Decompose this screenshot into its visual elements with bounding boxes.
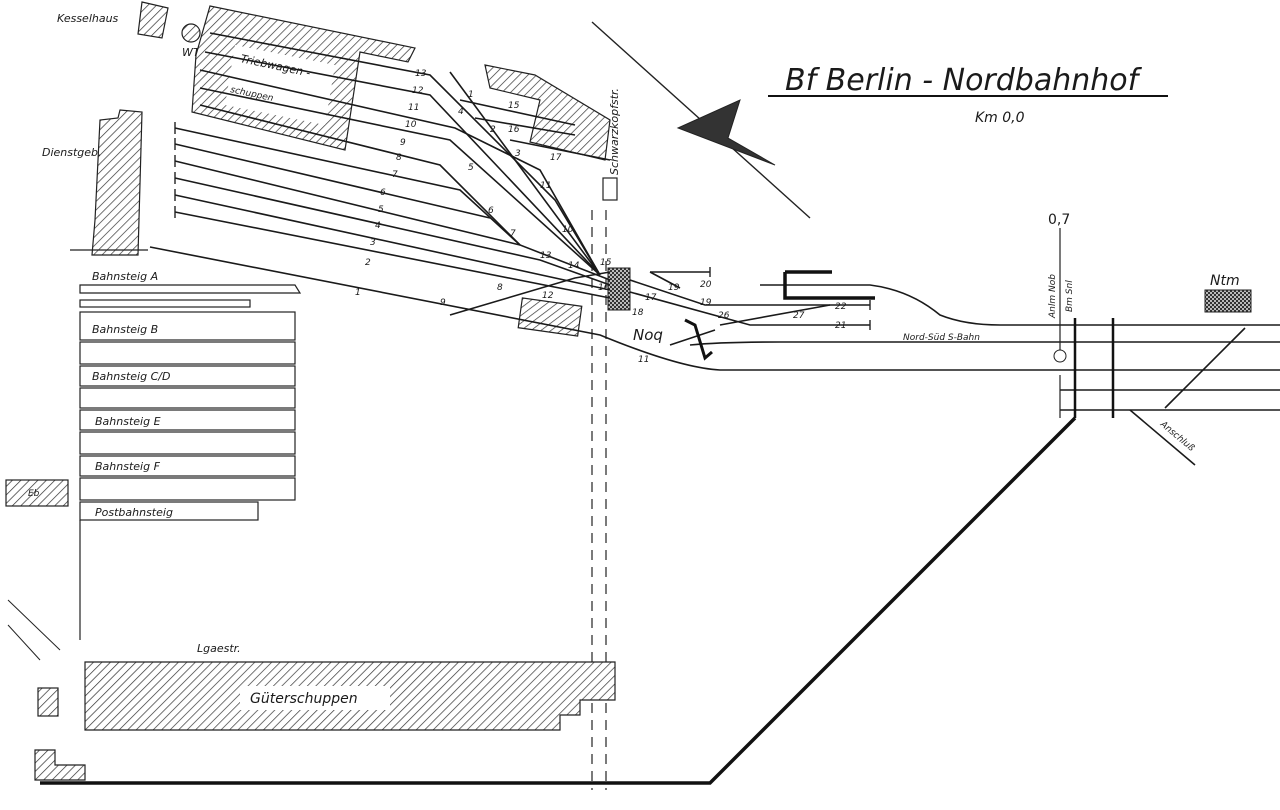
noq-label: Noq <box>633 326 663 344</box>
track-number-labels: 1 2 3 4 5 6 7 8 9 10 11 12 13 11 22 21 2… <box>355 69 847 365</box>
track-number: 9 <box>400 138 406 148</box>
switch-number: 27 <box>793 311 805 321</box>
switch-number: 13 <box>540 251 552 261</box>
schwarzkopfstr-marker <box>602 177 618 201</box>
track-number: 22 <box>835 302 847 312</box>
switch-number: 4 <box>458 107 464 117</box>
platform-label-b: Bahnsteig B <box>92 323 158 336</box>
switch-number: 9 <box>440 298 446 308</box>
track-number: 12 <box>412 86 424 96</box>
eb-building <box>5 479 69 507</box>
dienstgebaeude-building <box>91 109 143 256</box>
switch-number: 17 <box>550 153 562 163</box>
switch-number: 10 <box>562 225 574 235</box>
track-number: 13 <box>415 69 427 79</box>
signal-icon <box>1053 349 1067 363</box>
track-number: 6 <box>380 188 386 198</box>
track-number: 21 <box>835 321 846 331</box>
switch-number: 2 <box>490 125 496 135</box>
track-number: 2 <box>365 258 371 268</box>
north-arrow-icon <box>591 21 811 219</box>
track-number: 20 <box>700 280 712 290</box>
ntm-signal-box <box>1204 289 1252 313</box>
switch-number: 6 <box>488 206 494 216</box>
eb-label: Eb <box>28 489 40 499</box>
switch-number: 15 <box>508 101 520 111</box>
track-number: 10 <box>405 120 417 130</box>
anlm-nob-label: Anlm Nob <box>1048 274 1058 319</box>
switch-number: 26 <box>718 311 730 321</box>
platform-label-cd: Bahnsteig C/D <box>92 370 170 383</box>
track-number: 8 <box>396 153 402 163</box>
gueterschuppen-label-bg <box>240 686 390 710</box>
road-line <box>7 599 61 651</box>
kesselhaus-label: Kesselhaus <box>57 12 119 25</box>
triebwagenschuppen-building <box>191 5 416 151</box>
diagram-title: Bf Berlin - Nordbahnhof <box>785 63 1143 98</box>
switch-number: 12 <box>542 291 554 301</box>
switch-number: 19 <box>668 283 680 293</box>
small-building <box>517 297 583 337</box>
schwarzkopfstr-label: Schwarzkopfstr. <box>608 88 621 175</box>
track-number: 11 <box>638 355 649 365</box>
platform-label-post: Postbahnsteig <box>95 506 173 519</box>
small-shed-1 <box>37 687 59 717</box>
platform-label-a: Bahnsteig A <box>92 270 158 283</box>
switch-number: 16 <box>598 283 610 293</box>
switch-number: 18 <box>632 308 644 318</box>
platform-label-f: Bahnsteig F <box>95 460 161 473</box>
track-number: 11 <box>408 103 419 113</box>
gueterschuppen-label: Güterschuppen <box>250 691 358 707</box>
lgaestr-label: Lgaestr. <box>197 642 241 655</box>
bm-snl-label: Bm Snl <box>1065 280 1075 312</box>
switch-number: 17 <box>645 293 657 303</box>
small-shed-2 <box>34 749 86 781</box>
signal-box <box>607 267 631 311</box>
switch-number: 8 <box>497 283 503 293</box>
switch-number: 14 <box>568 261 580 271</box>
kesselhaus-building <box>137 1 169 39</box>
switch-number: 3 <box>515 149 521 159</box>
water-tower <box>181 23 201 43</box>
switch-number: 7 <box>510 229 516 239</box>
track-number: 1 <box>355 288 361 298</box>
track-number: 19 <box>700 298 712 308</box>
switch-number-labels: 1 2 3 4 5 6 7 8 9 10 11 12 13 14 15 16 1… <box>440 90 805 321</box>
platform-label-e: Bahnsteig E <box>95 415 161 428</box>
km-label: Km 0,0 <box>975 110 1025 126</box>
km-07-label: 0,7 <box>1048 212 1070 228</box>
track-number: 4 <box>375 221 381 231</box>
buffer-stops <box>174 122 871 330</box>
switch-number: 11 <box>540 181 551 191</box>
platforms <box>79 284 302 640</box>
track-number: 5 <box>378 205 384 215</box>
s-bahn-label: Nord-Süd S-Bahn <box>903 333 980 343</box>
switch-number: 16 <box>508 125 520 135</box>
track-number: 7 <box>392 170 398 180</box>
switch-number: 15 <box>600 258 612 268</box>
dienstgeb-label: Dienstgeb. <box>42 146 102 159</box>
switch-number: 5 <box>468 163 474 173</box>
switch-number: 1 <box>468 90 474 100</box>
station-tracks <box>149 32 1280 466</box>
road-line <box>7 624 41 661</box>
ntm-label: Ntm <box>1210 273 1240 289</box>
thick-tracks <box>40 270 1077 785</box>
track-number: 3 <box>370 238 376 248</box>
